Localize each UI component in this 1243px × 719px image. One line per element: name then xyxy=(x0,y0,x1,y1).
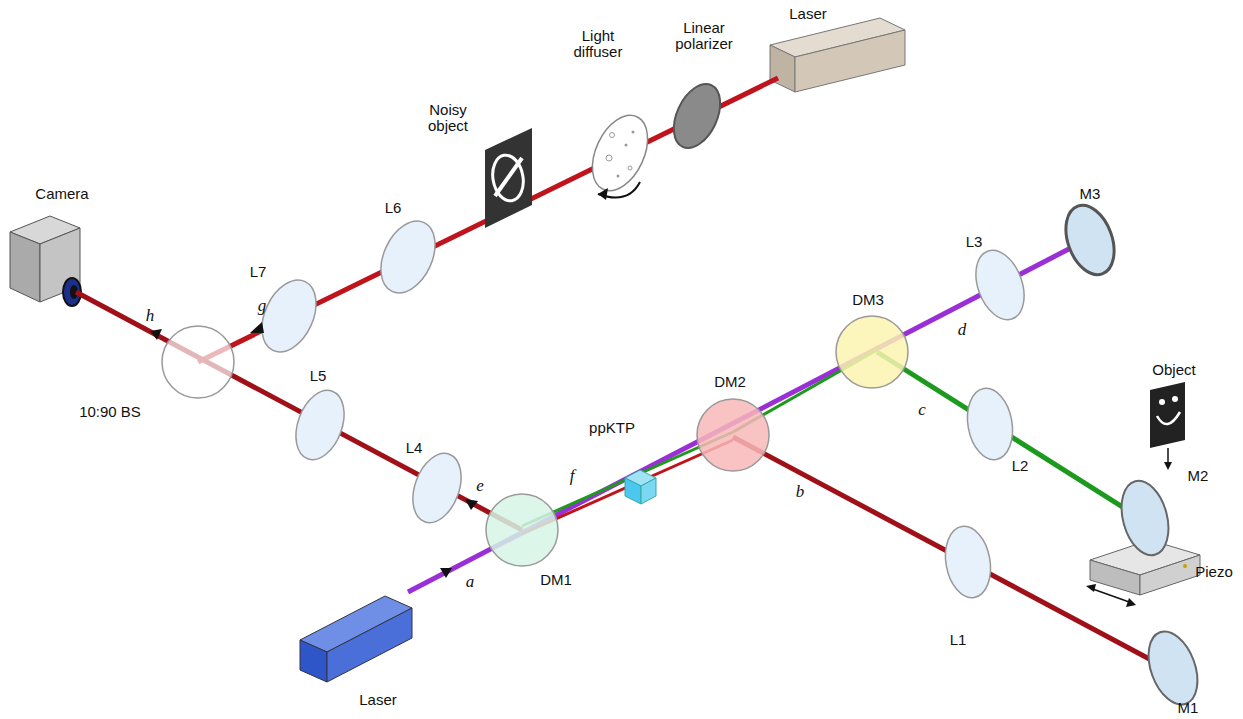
green-beam-c xyxy=(877,352,1140,518)
component-label: L4 xyxy=(406,440,423,457)
lens xyxy=(962,385,1018,464)
red-beam-e xyxy=(76,292,522,530)
ppktp-crystal xyxy=(625,470,656,504)
lens xyxy=(967,244,1033,327)
lens xyxy=(370,212,446,301)
light-diffuser xyxy=(581,107,658,200)
component-label: Object xyxy=(1152,362,1195,379)
component-label: Linear polarizer xyxy=(669,20,739,53)
dichroic-mirror xyxy=(836,316,908,388)
laser-bottom xyxy=(300,596,412,682)
beam-splitter xyxy=(162,326,234,398)
mirror xyxy=(1139,625,1206,711)
component-label: 10:90 BS xyxy=(79,404,141,421)
mirror xyxy=(1114,476,1176,561)
violet-pump-beam xyxy=(408,238,1090,592)
component-label: M3 xyxy=(1080,186,1101,203)
red-beam-b xyxy=(733,437,1170,670)
beam-letter: g xyxy=(258,297,267,316)
beam-letter: b xyxy=(796,483,805,502)
mirror xyxy=(1057,199,1123,282)
laser-top xyxy=(770,18,905,92)
lens xyxy=(251,271,327,360)
component-label: L3 xyxy=(966,234,983,251)
component-label: L6 xyxy=(385,200,402,217)
component-label: ppKTP xyxy=(589,420,635,437)
arrowhead xyxy=(440,568,452,578)
dichroic-mirror xyxy=(486,494,558,566)
lens xyxy=(940,523,996,602)
noisy-object xyxy=(485,128,532,228)
arrowhead xyxy=(465,499,478,510)
beam-letter: f xyxy=(570,467,575,486)
component-label: Laser xyxy=(359,692,397,709)
camera xyxy=(10,216,81,306)
component-label: L2 xyxy=(1012,458,1029,475)
beam-letter: c xyxy=(918,401,926,420)
dichroic-mirror xyxy=(697,399,769,471)
component-label: Noisy object xyxy=(418,102,478,135)
beam-letter: h xyxy=(146,307,155,326)
component-label: Laser xyxy=(789,6,827,23)
component-label: DM3 xyxy=(852,292,884,309)
component-label: Camera xyxy=(35,186,88,203)
component-label: DM2 xyxy=(714,374,746,391)
component-label: L5 xyxy=(310,368,327,385)
component-label: L1 xyxy=(950,632,967,649)
component-label: L7 xyxy=(250,264,267,281)
beam-letter: a xyxy=(466,573,475,592)
lens xyxy=(404,447,470,530)
arrowhead xyxy=(250,322,264,333)
beam-letter: d xyxy=(958,321,967,340)
object-mask xyxy=(1150,382,1185,470)
lens xyxy=(287,384,353,467)
component-label: DM1 xyxy=(540,572,572,589)
component-label: M2 xyxy=(1188,468,1209,485)
component-label: Light diffuser xyxy=(568,28,628,61)
component-label: Piezo xyxy=(1195,564,1233,581)
component-label: M1 xyxy=(1178,700,1199,717)
linear-polarizer xyxy=(665,77,730,156)
beam-letter: e xyxy=(476,477,484,496)
arrowhead xyxy=(150,329,162,340)
